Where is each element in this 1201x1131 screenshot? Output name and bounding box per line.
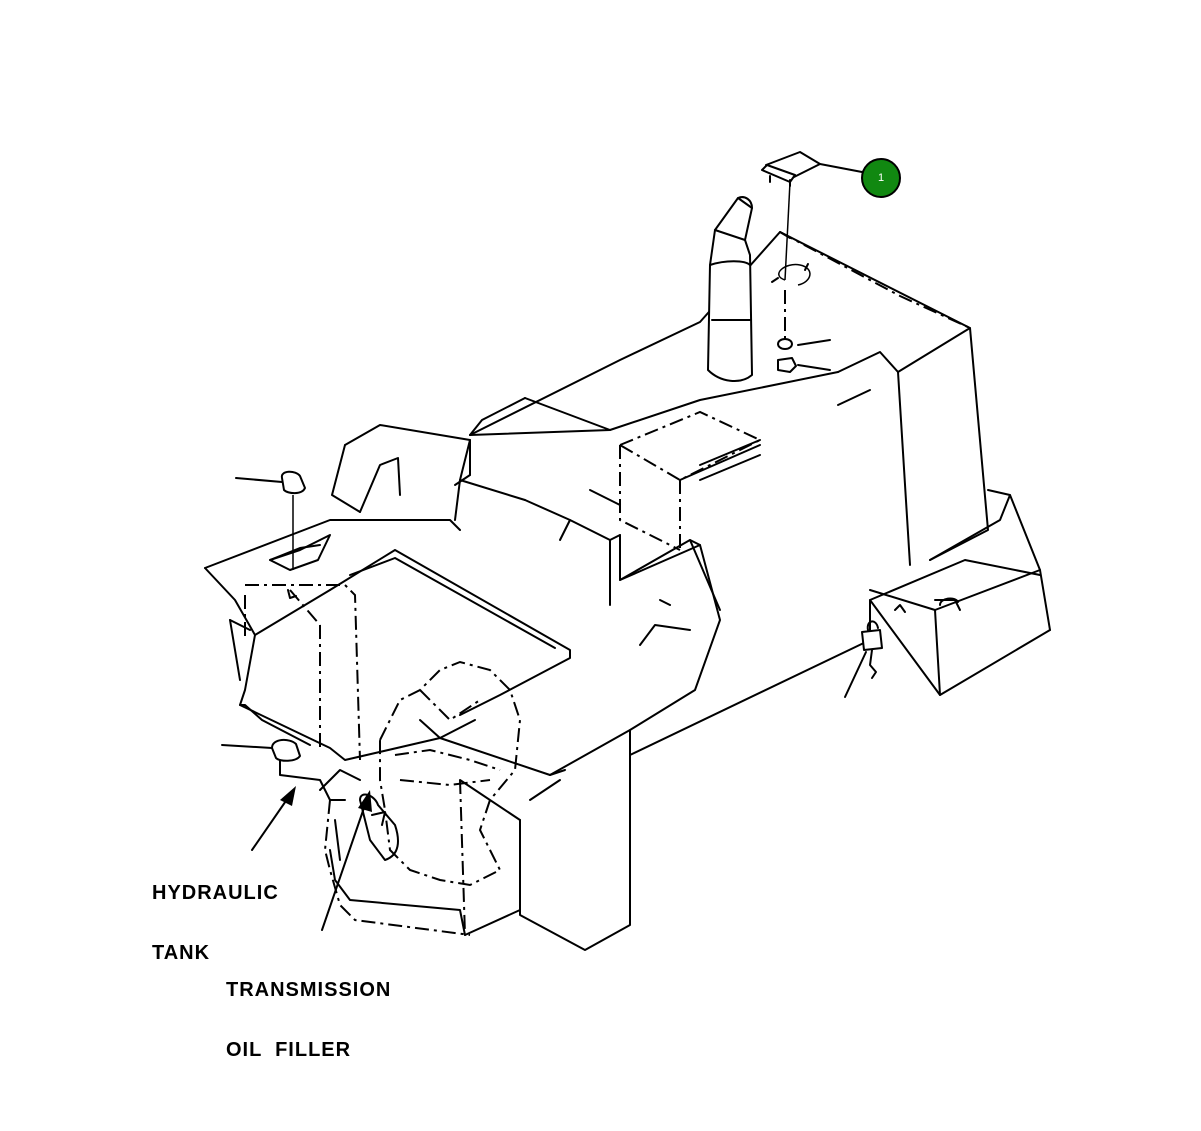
label-line: TRANSMISSION [226,979,392,1001]
leader-arrows [251,786,372,931]
transmission-filler [359,793,399,861]
filler-cap-icon [221,738,301,762]
engine-outline [379,660,522,887]
label-line: TANK [152,942,211,964]
engine-hood [469,231,989,566]
frame-left [204,519,571,761]
filler-cap-icon [235,470,321,599]
hydraulic-tank [279,759,521,936]
fender-right [869,489,1051,696]
exhaust-stack-icon [707,196,753,382]
label-line: OIL FILLER [226,1039,352,1061]
callout-number: 1 [877,172,885,184]
cab-block [331,424,701,606]
callout-1[interactable]: 1 [861,158,901,198]
hinge-plate-icon [761,151,863,373]
hydraulic-tank-label: HYDRAULIC TANK [152,843,279,983]
label-line: HYDRAULIC [152,882,279,904]
padlock-icon [844,620,883,698]
chassis-body [419,539,871,951]
transmission-oil-filler-label: TRANSMISSION OIL FILLER [226,940,391,1080]
